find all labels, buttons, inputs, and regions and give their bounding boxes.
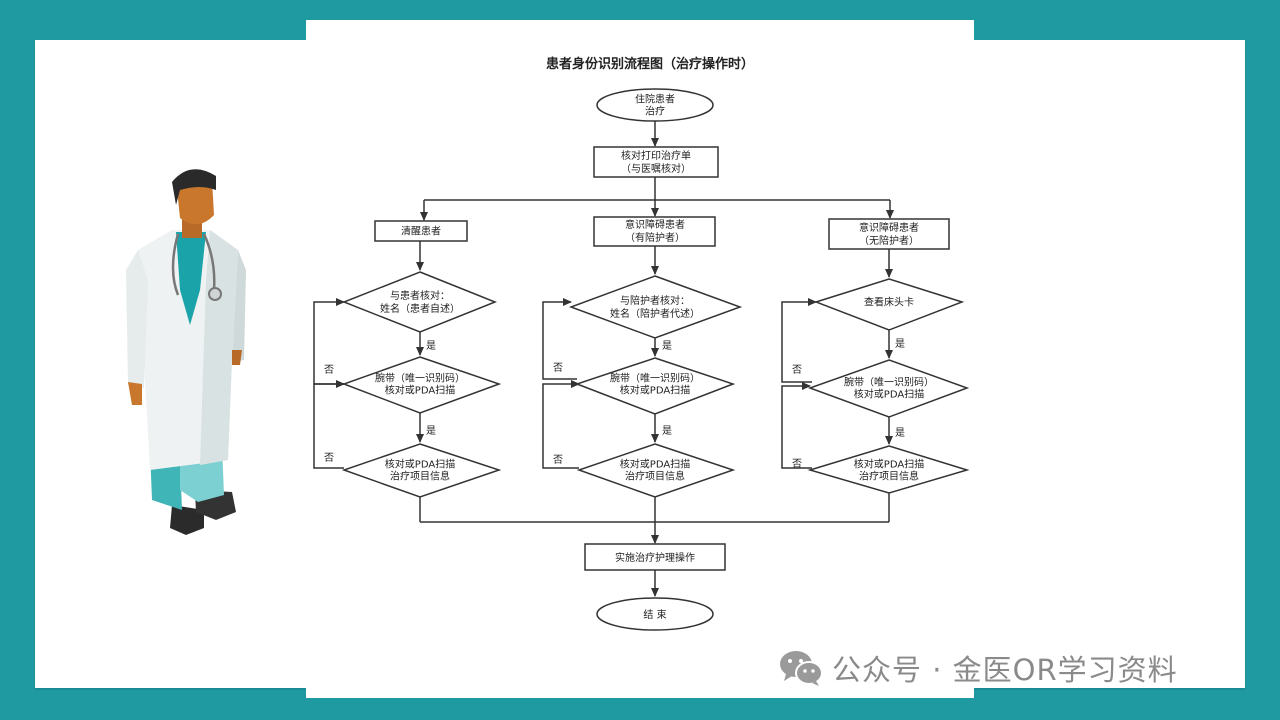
mid-info-label-line-1: 核对或PDA扫描 bbox=[620, 458, 690, 471]
mid-info-diamond bbox=[576, 443, 736, 498]
left-check-diamond bbox=[341, 271, 498, 333]
start-label-line-1: 住院患者 bbox=[635, 93, 675, 106]
right-info-label-line-2: 治疗项目信息 bbox=[859, 470, 919, 483]
right-check-diamond bbox=[813, 278, 965, 331]
mid-check-diamond bbox=[568, 275, 743, 339]
left-info-label-line-2: 治疗项目信息 bbox=[390, 470, 450, 483]
no-label-6: 否 bbox=[792, 458, 802, 470]
verify-order-label-line-1: 核对打印治疗单 bbox=[621, 149, 691, 162]
mid-check-label-line-2: 姓名（陪护者代述） bbox=[610, 307, 700, 320]
right-info-diamond bbox=[807, 445, 970, 494]
right-band-diamond bbox=[807, 359, 970, 418]
yes-label-6: 是 bbox=[895, 427, 905, 439]
no-label-3: 否 bbox=[553, 362, 563, 374]
verify-order-label-line-2: （与医嘱核对） bbox=[621, 162, 691, 175]
mid-branch-box bbox=[593, 216, 716, 247]
no-label-1: 否 bbox=[324, 364, 334, 376]
right-check-label-line-1: 查看床头卡 bbox=[864, 296, 914, 309]
start-label-line-2: 治疗 bbox=[645, 105, 665, 118]
watermark: 公众号 · 金医OR学习资料 bbox=[778, 645, 1178, 691]
mid-band-label-line-2: 核对或PDA扫描 bbox=[620, 384, 690, 397]
left-branch-box bbox=[374, 220, 468, 242]
start-node bbox=[596, 88, 714, 122]
mid-info-label-line-2: 治疗项目信息 bbox=[625, 470, 685, 483]
yes-label-1: 是 bbox=[426, 340, 436, 352]
right-branch-label-line-1: 意识障碍患者 bbox=[859, 221, 919, 234]
yes-label-2: 是 bbox=[426, 425, 436, 437]
right-band-label-line-2: 核对或PDA扫描 bbox=[854, 388, 924, 401]
left-check-label-line-1: 与患者核对： bbox=[390, 289, 450, 302]
left-band-diamond bbox=[341, 356, 502, 414]
no-label-4: 否 bbox=[553, 454, 563, 466]
verify-order-box bbox=[593, 146, 719, 178]
execute-label: 实施治疗护理操作 bbox=[615, 551, 695, 564]
mid-band-label-line-1: 腕带（唯一识别码） bbox=[610, 372, 700, 385]
mid-branch-label-line-1: 意识障碍患者 bbox=[625, 218, 685, 231]
mid-band-diamond bbox=[574, 357, 736, 415]
doctor-illustration bbox=[126, 169, 246, 535]
execute-box bbox=[584, 543, 726, 571]
right-branch-box bbox=[828, 218, 950, 250]
end-node bbox=[596, 597, 714, 631]
end-label: 结 束 bbox=[643, 608, 666, 621]
yes-label-3: 是 bbox=[662, 340, 672, 352]
no-label-2: 否 bbox=[324, 452, 334, 464]
left-band-label-line-1: 腕带（唯一识别码） bbox=[375, 372, 465, 385]
wechat-icon bbox=[780, 651, 823, 686]
no-label-5: 否 bbox=[792, 364, 802, 376]
left-check-label-line-2: 姓名（患者自述） bbox=[380, 302, 460, 315]
mid-branch-label-line-2: （有陪护者） bbox=[625, 231, 685, 244]
yes-label-5: 是 bbox=[895, 338, 905, 350]
flowchart-title: 患者身份识别流程图（治疗操作时） bbox=[546, 56, 754, 72]
left-info-diamond bbox=[341, 443, 502, 498]
right-info-label-line-1: 核对或PDA扫描 bbox=[854, 458, 924, 471]
left-band-label-line-2: 核对或PDA扫描 bbox=[385, 384, 455, 397]
yes-label-4: 是 bbox=[662, 425, 672, 437]
left-branch-label-line-1: 清醒患者 bbox=[401, 225, 441, 238]
watermark-text: 公众号 · 金医OR学习资料 bbox=[832, 653, 1178, 687]
left-info-label-line-1: 核对或PDA扫描 bbox=[385, 458, 455, 471]
right-branch-label-line-2: （无陪护者） bbox=[859, 234, 919, 247]
mid-check-label-line-1: 与陪护者核对： bbox=[620, 294, 690, 307]
right-band-label-line-1: 腕带（唯一识别码） bbox=[844, 376, 934, 389]
